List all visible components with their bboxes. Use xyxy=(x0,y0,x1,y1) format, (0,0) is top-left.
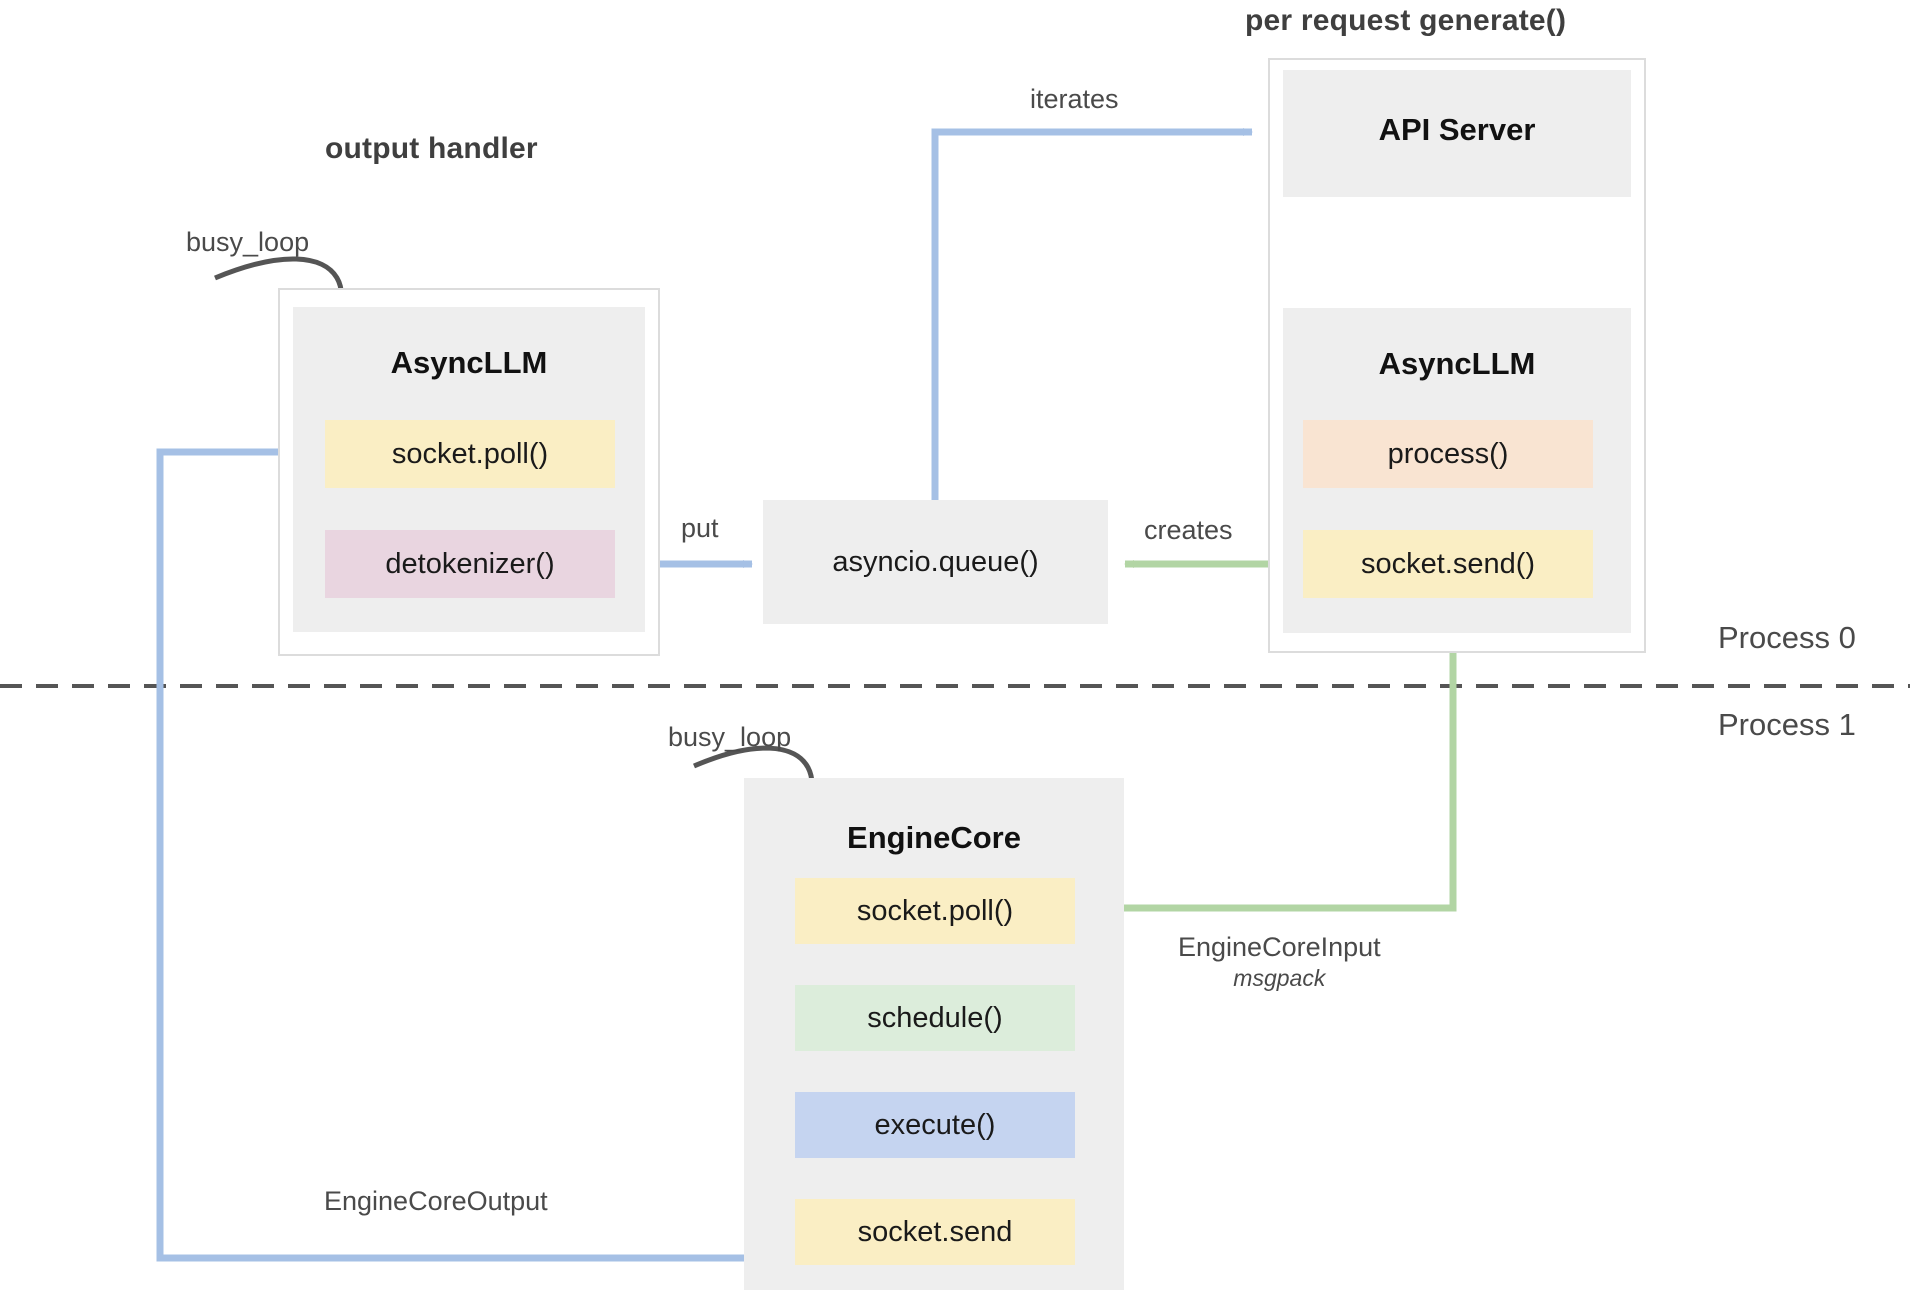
busy-loop-label-bottom: busy_loop xyxy=(668,722,792,752)
group-title-output-handler: output handler xyxy=(325,132,538,165)
request-asyncllm-process[interactable]: process() xyxy=(1303,420,1593,488)
process-label-0: Process 0 xyxy=(1718,620,1856,655)
asyncio-queue-box[interactable]: asyncio.queue() xyxy=(763,500,1108,624)
put-label: put xyxy=(681,513,719,543)
engine-core-input-label: EngineCoreInput msgpack xyxy=(1178,932,1381,992)
engine-core-output-label: EngineCoreOutput xyxy=(324,1186,548,1216)
engine-core-schedule[interactable]: schedule() xyxy=(795,985,1075,1051)
process-label-1: Process 1 xyxy=(1718,707,1856,742)
engine-core-socket-poll[interactable]: socket.poll() xyxy=(795,878,1075,944)
api-server-box[interactable]: API Server xyxy=(1283,70,1631,197)
request-asyncllm-socket-send[interactable]: socket.send() xyxy=(1303,530,1593,598)
output-asyncllm-title: AsyncLLM xyxy=(390,345,548,380)
output-asyncllm-socket-poll[interactable]: socket.poll() xyxy=(325,420,615,488)
api-server-title: API Server xyxy=(1378,112,1536,147)
output-asyncllm-detokenizer[interactable]: detokenizer() xyxy=(325,530,615,598)
busy-loop-label-top: busy_loop xyxy=(186,227,310,257)
engine-core-input-text: EngineCoreInput xyxy=(1178,932,1381,962)
creates-label: creates xyxy=(1144,515,1233,545)
group-title-per-request: per request generate() xyxy=(1245,4,1567,37)
iterates-label: iterates xyxy=(1030,84,1119,114)
engine-core-input-format: msgpack xyxy=(1233,965,1326,991)
engine-core-title: EngineCore xyxy=(847,820,1021,855)
engine-core-execute[interactable]: execute() xyxy=(795,1092,1075,1158)
engine-core-socket-send[interactable]: socket.send xyxy=(795,1199,1075,1265)
request-asyncllm-title: AsyncLLM xyxy=(1378,346,1536,381)
iterates-arrow xyxy=(931,128,1253,500)
